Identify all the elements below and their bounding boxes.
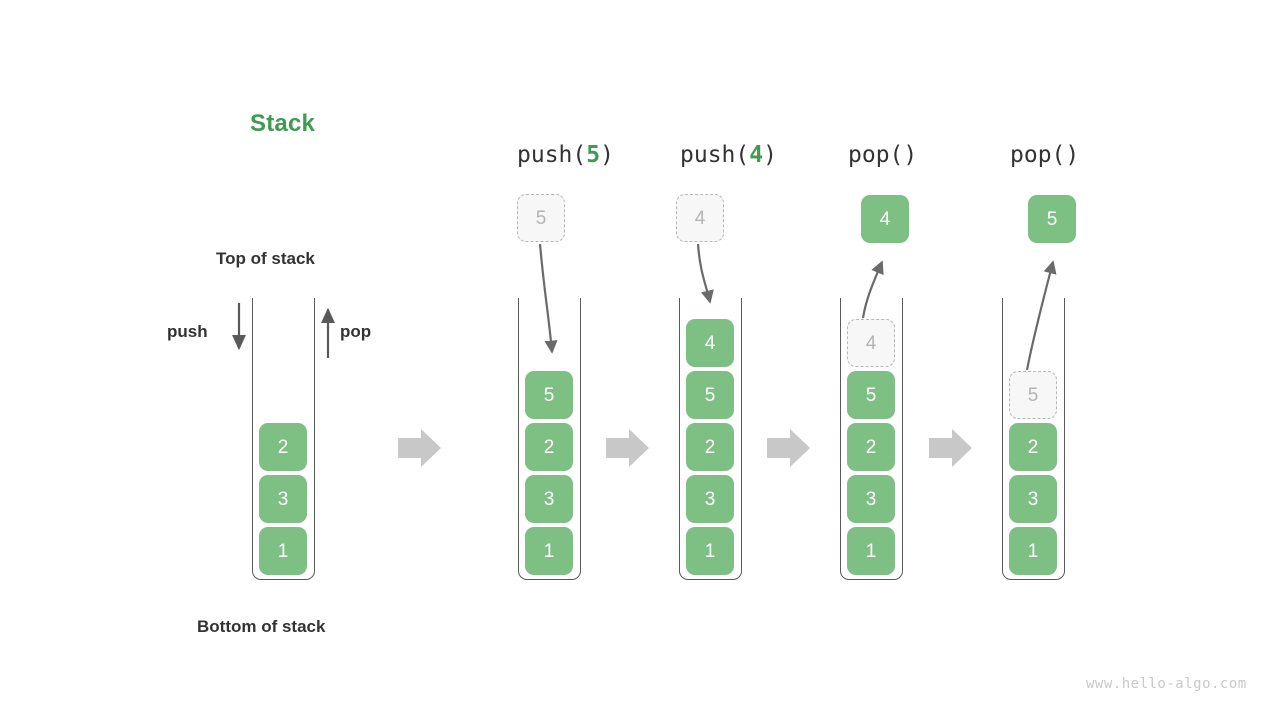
step-title-push-5: push(5): [517, 142, 614, 168]
step-title-prefix: push(: [680, 142, 750, 168]
step-title-pop-5: pop(): [1010, 142, 1079, 168]
removed-element-ghost: 4: [847, 319, 895, 367]
step-title-arg: 5: [586, 142, 601, 168]
stack-cell: 5: [686, 371, 734, 419]
stack-cell: 5: [525, 371, 573, 419]
transition-arrow-icon: [398, 429, 441, 467]
step-title-suffix: ): [903, 142, 918, 168]
bottom-of-stack-label: Bottom of stack: [197, 617, 326, 636]
step-title-arg: 4: [749, 142, 764, 168]
stack-container: [518, 298, 581, 580]
step-title-prefix: pop(: [1010, 142, 1066, 168]
incoming-element-ghost: 5: [517, 194, 565, 242]
stack-cell: 1: [525, 527, 573, 575]
step-title-prefix: push(: [517, 142, 587, 168]
stack-cell: 2: [1009, 423, 1057, 471]
push-motion-arrow-icon: [696, 243, 714, 304]
transition-arrow-icon: [767, 429, 810, 467]
stack-container: [679, 298, 742, 580]
stack-cell: 3: [259, 475, 307, 523]
watermark: www.hello-algo.com: [1086, 676, 1247, 692]
pop-label: pop: [340, 322, 372, 341]
stack-cell: 3: [847, 475, 895, 523]
popped-element: 4: [861, 195, 909, 243]
page-title: Stack: [250, 110, 316, 137]
step-title-prefix: pop(: [848, 142, 904, 168]
stack-cell: 2: [686, 423, 734, 471]
transition-arrow-icon: [606, 429, 649, 467]
step-title-pop-4: pop(): [848, 142, 917, 168]
stack-cell: 1: [847, 527, 895, 575]
step-title-suffix: ): [763, 142, 777, 168]
stack-cell: 3: [525, 475, 573, 523]
stack-cell: 1: [259, 527, 307, 575]
stack-cell: 3: [686, 475, 734, 523]
transition-arrow-icon: [929, 429, 972, 467]
incoming-element-ghost: 4: [676, 194, 724, 242]
stack-cell: 2: [525, 423, 573, 471]
popped-element: 5: [1028, 195, 1076, 243]
stack-cell: 1: [686, 527, 734, 575]
stack-cell: 2: [259, 423, 307, 471]
stack-cell: 2: [847, 423, 895, 471]
step-title-push-4: push(4): [680, 142, 777, 168]
stack-cell: 5: [847, 371, 895, 419]
stack-container: [252, 298, 315, 580]
stack-cell: 4: [686, 319, 734, 367]
step-title-suffix: ): [1065, 142, 1080, 168]
stack-cell: 3: [1009, 475, 1057, 523]
stack-container: [840, 298, 903, 580]
top-of-stack-label: Top of stack: [216, 249, 315, 268]
removed-element-ghost: 5: [1009, 371, 1057, 419]
stack-container: [1002, 298, 1065, 580]
stack-cell: 1: [1009, 527, 1057, 575]
push-label: push: [167, 322, 208, 341]
step-title-suffix: ): [600, 142, 614, 168]
